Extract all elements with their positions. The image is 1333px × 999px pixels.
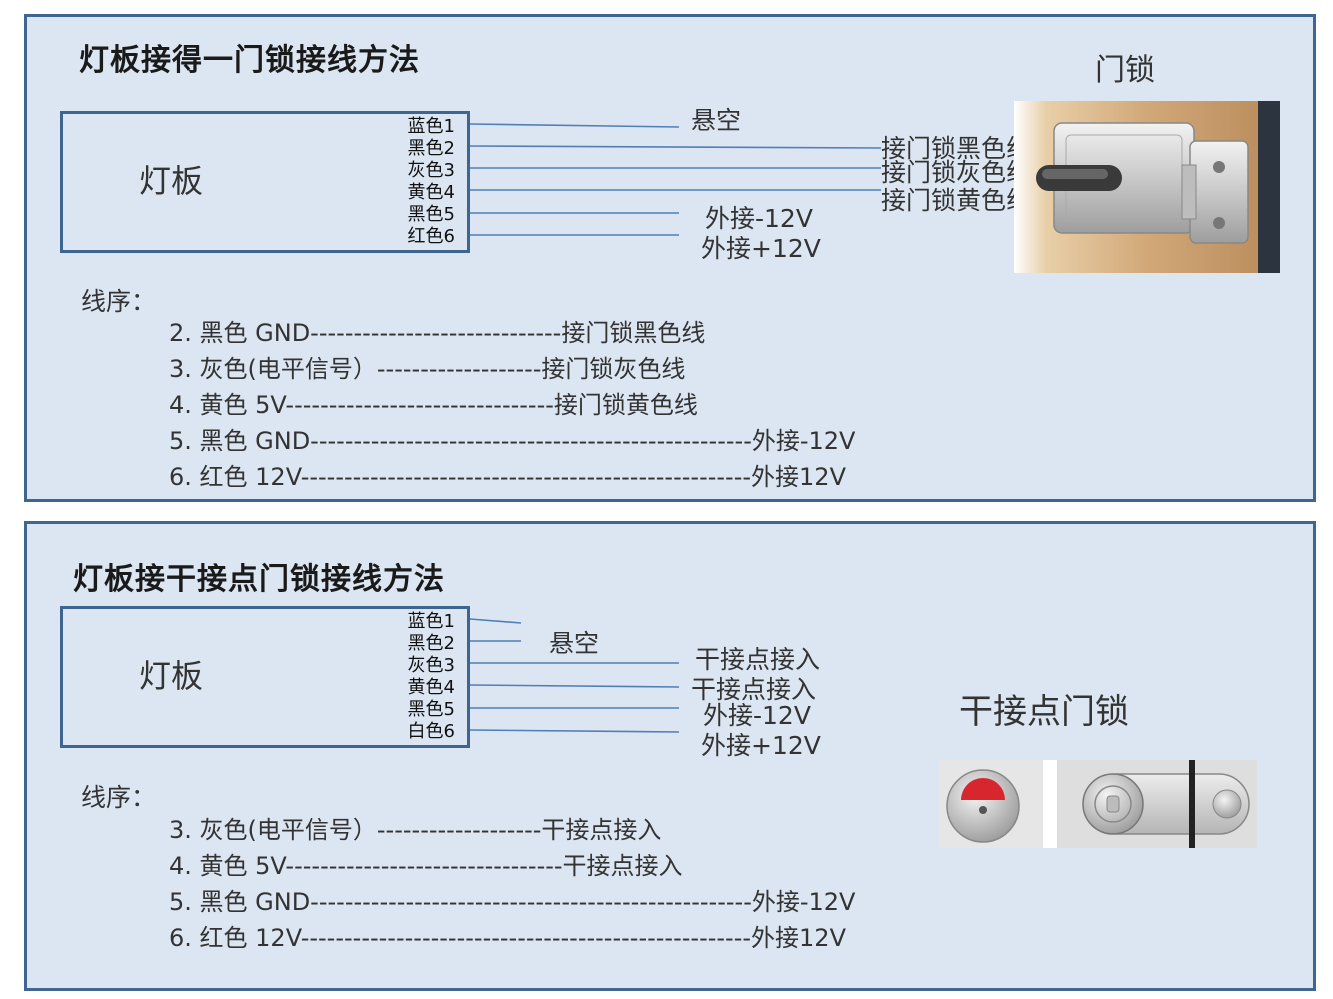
external-label: 外接-12V	[703, 701, 811, 730]
door-lock-image	[1014, 101, 1280, 273]
wire-line	[469, 618, 522, 624]
sequence-item: 3. 灰色(电平信号）-------------------干接点接入	[169, 816, 662, 844]
sequence-item: 4. 黄色 5V-------------------------------接…	[169, 391, 698, 419]
light-board: 灯板 蓝色1 黑色2 灰色3 黄色4 黑色5 白色6	[60, 606, 470, 748]
sequence-item: 5. 黑色 GND-------------------------------…	[169, 427, 856, 455]
lock-heading: 干接点门锁	[959, 692, 1129, 732]
float-label: 悬空	[691, 106, 742, 135]
sequence-item: 2. 黑色 GND-----------------------------接门…	[169, 319, 706, 347]
wire-label: 黄色4	[407, 677, 455, 698]
connection-label: 接门锁灰色线	[881, 158, 1032, 187]
connection-label: 接门锁黑色线	[881, 134, 1032, 163]
wire-label: 白色6	[407, 721, 455, 742]
panel-title: 灯板接干接点门锁接线方法	[73, 562, 445, 597]
wire-line	[469, 145, 882, 149]
wire-label: 红色6	[407, 226, 455, 247]
wire-label: 黑色5	[407, 699, 455, 720]
lock-heading: 门锁	[1095, 53, 1155, 88]
sequence-item: 6. 红色 12V-------------------------------…	[169, 924, 846, 952]
panel-standard-lock: 灯板接得一门锁接线方法 灯板 蓝色1 黑色2 灰色3 黄色4 黑色5 红色6 悬…	[24, 14, 1316, 502]
sequence-item: 5. 黑色 GND-------------------------------…	[169, 888, 856, 916]
wire-label: 黄色4	[407, 182, 455, 203]
wire-label-list: 蓝色1 黑色2 灰色3 黄色4 黑色5 红色6	[408, 116, 455, 248]
sequence-list: 3. 灰色(电平信号）-------------------干接点接入 4. 黄…	[169, 812, 855, 956]
connection-label: 干接点接入	[695, 645, 821, 674]
dry-contact-lock-image	[939, 760, 1257, 848]
wire-line	[469, 123, 680, 128]
float-label: 悬空	[549, 629, 600, 658]
panel-title: 灯板接得一门锁接线方法	[79, 43, 420, 78]
sequence-item: 6. 红色 12V-------------------------------…	[169, 463, 846, 491]
board-label: 灯板	[139, 657, 204, 695]
wire-label: 灰色3	[407, 160, 455, 181]
wire-label: 蓝色1	[407, 611, 455, 632]
external-label: 外接-12V	[705, 204, 813, 233]
external-label: 外接+12V	[701, 234, 821, 263]
wire-line	[469, 729, 680, 733]
sequence-item: 3. 灰色(电平信号）-------------------接门锁灰色线	[169, 355, 686, 383]
wire-label: 黑色2	[407, 633, 455, 654]
sequence-list: 2. 黑色 GND-----------------------------接门…	[169, 315, 855, 495]
wire-lines	[469, 123, 882, 236]
wire-label: 黑色5	[407, 204, 455, 225]
connection-label: 接门锁黄色线	[881, 186, 1032, 215]
wire-lines	[469, 618, 680, 733]
sequence-item: 4. 黄色 5V--------------------------------…	[169, 852, 683, 880]
sequence-title: 线序：	[81, 287, 157, 316]
wire-label: 灰色3	[407, 655, 455, 676]
connection-label: 干接点接入	[691, 675, 817, 704]
external-label: 外接+12V	[701, 731, 821, 760]
wire-label-list: 蓝色1 黑色2 灰色3 黄色4 黑色5 白色6	[408, 611, 455, 743]
wire-line	[469, 684, 680, 688]
sequence-title: 线序：	[81, 783, 157, 812]
light-board: 灯板 蓝色1 黑色2 灰色3 黄色4 黑色5 红色6	[60, 111, 470, 253]
panel-dry-contact-lock: 灯板接干接点门锁接线方法 灯板 蓝色1 黑色2 灰色3 黄色4 黑色5 白色6 …	[24, 521, 1316, 991]
wire-label: 黑色2	[407, 138, 455, 159]
board-label: 灯板	[139, 162, 204, 200]
wire-label: 蓝色1	[407, 116, 455, 137]
